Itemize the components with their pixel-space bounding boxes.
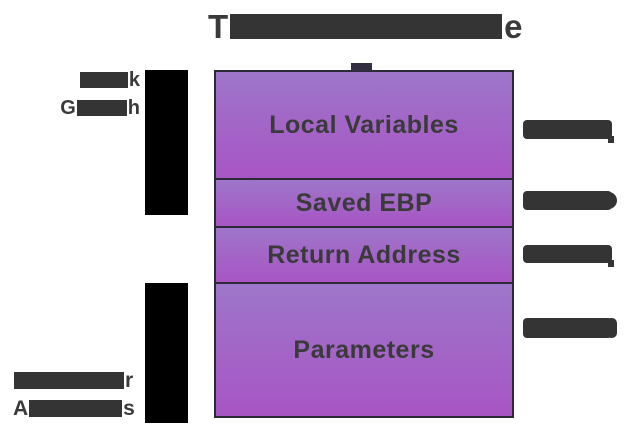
title-redaction-bar: [230, 14, 503, 39]
right-address-label-redacted-2: [523, 191, 617, 210]
title-visible-suffix: e: [504, 8, 523, 45]
title-visible-prefix: T: [208, 8, 229, 45]
higher-addresses-line1-suffix: r: [125, 369, 134, 392]
higher-addresses-arrow-bar: [145, 283, 188, 423]
stack-box-saved-ebp: Saved EBP: [214, 178, 514, 228]
stack-box-return-address: Return Address: [214, 226, 514, 284]
glyph-fragment: [608, 260, 614, 267]
text-redaction-bar: [14, 372, 124, 389]
higher-addresses-line2-suffix: s: [123, 397, 135, 420]
stack-box-parameters: Parameters: [214, 282, 514, 418]
stack-box-label: Return Address: [267, 240, 461, 269]
stack-growth-line1-suffix: k: [128, 69, 140, 91]
stack-growth-line2-prefix: G: [60, 97, 76, 119]
text-redaction-bar: [79, 72, 128, 88]
glyph-fragment: [608, 136, 614, 143]
stack-box-label: Local Variables: [269, 110, 459, 139]
text-redaction-bar: [29, 400, 123, 417]
stack-growth-line-1: k: [40, 66, 140, 94]
right-address-label-redacted-4: [523, 318, 617, 338]
glyph-fragment: [600, 192, 617, 209]
stack-box-label: Parameters: [293, 335, 435, 364]
higher-addresses-line2-prefix: A: [13, 397, 29, 420]
redacted-arrow-tip: [351, 63, 372, 71]
stack-growth-arrow-bar: [145, 70, 188, 215]
text-redaction-bar: [76, 100, 127, 116]
glyph-fragment: [606, 318, 617, 338]
right-address-label-redacted-3: [523, 245, 614, 267]
diagram-title: T e: [208, 10, 523, 43]
higher-addresses-line-1: r: [13, 367, 135, 395]
stack-box-label: Saved EBP: [295, 188, 433, 217]
stack-boxes: Local Variables Saved EBP Return Address…: [214, 70, 514, 418]
stack-growth-line2-suffix: h: [127, 97, 140, 119]
stack-box-local-variables: Local Variables: [214, 70, 514, 180]
right-address-label-redacted-1: [523, 120, 614, 143]
